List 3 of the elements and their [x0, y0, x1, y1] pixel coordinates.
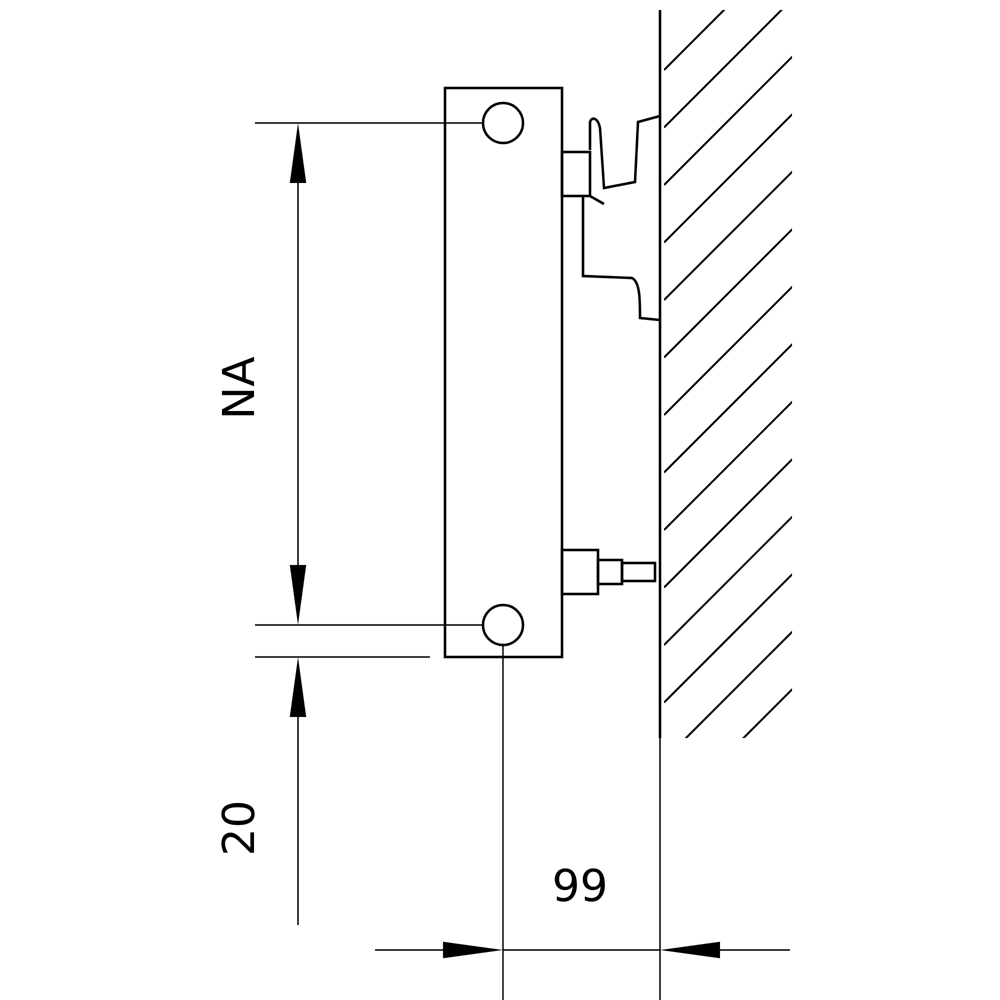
- dimension-label: NA: [222, 356, 254, 416]
- dimension-label: 20: [221, 802, 255, 853]
- dimension-label: 99: [554, 868, 605, 902]
